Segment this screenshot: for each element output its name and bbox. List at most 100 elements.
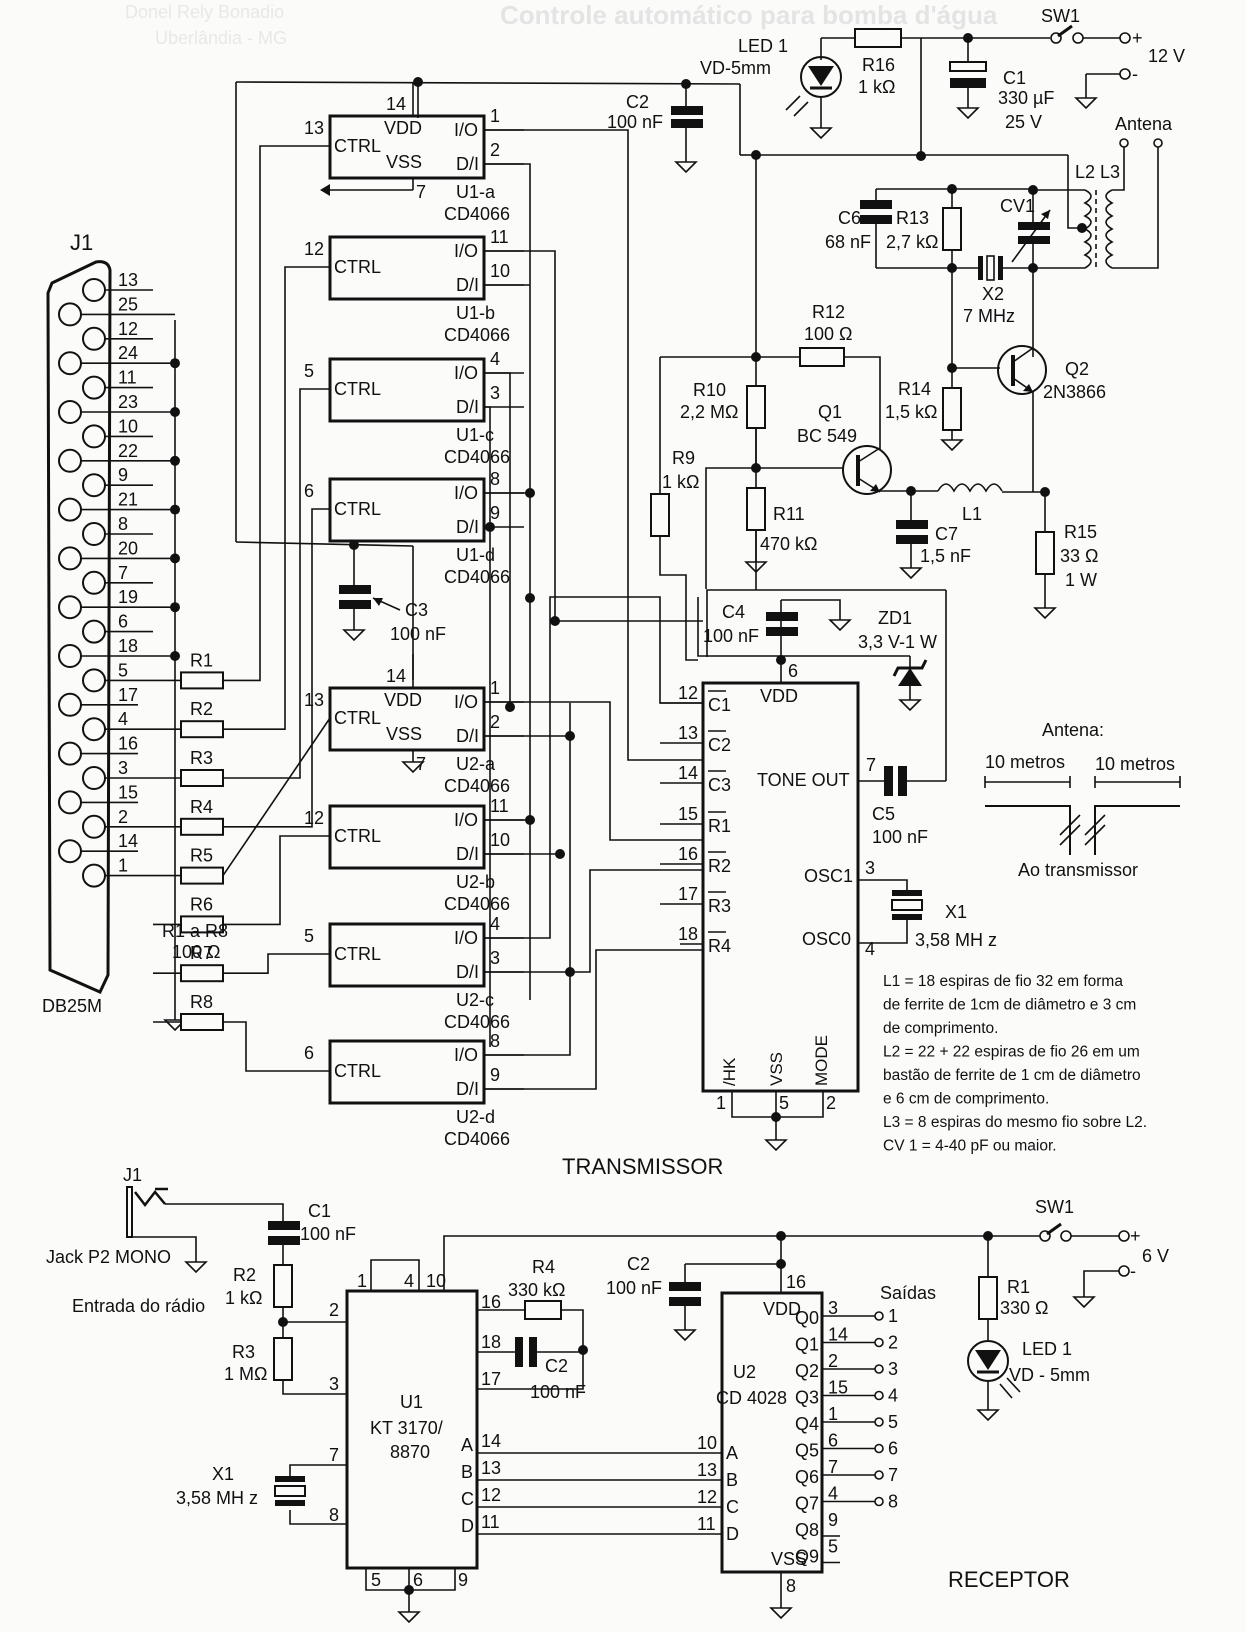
db25-pin <box>82 570 106 595</box>
ghost-author: Donel Rely Bonadio <box>125 2 284 22</box>
cd4066-switches: CTRLI/OD/IU1-aCD40661312VDDVSS147CTRLI/O… <box>222 82 703 1149</box>
switch-name: U2-b <box>456 872 495 892</box>
switch-u2-b <box>328 804 486 870</box>
coil-note-line: bastão de ferrite de 1 cm de diâmetro <box>883 1067 1141 1084</box>
c4-zd1: C4 100 nF ZD1 3,3 V-1 W <box>697 589 946 712</box>
u2-output-label: Q9 <box>795 1547 819 1567</box>
rx-power-switch[interactable] <box>1046 1222 1062 1236</box>
coil-note-line: L1 = 18 espiras de fio 32 em forma <box>883 973 1123 990</box>
db25-pin-number: 12 <box>118 319 138 339</box>
switch-chip: CD4066 <box>444 447 510 467</box>
u1-pin-18: 18 <box>481 1332 501 1352</box>
output-terminal <box>874 1311 884 1321</box>
di-pin: 3 <box>490 383 500 403</box>
dtmf-osc0-pin: 4 <box>865 939 875 959</box>
db25-pin-number: 24 <box>118 343 138 363</box>
db25-pin <box>58 790 82 815</box>
resistor-label: R5 <box>190 846 213 866</box>
ctrl-label: CTRL <box>334 826 381 846</box>
zd1-label: ZD1 <box>878 608 912 628</box>
coil-note-line: L2 = 22 + 22 espiras de fio 26 em um <box>883 1044 1140 1061</box>
tx-power-switch[interactable] <box>1057 24 1073 38</box>
ground-icon <box>899 567 923 580</box>
c7-label: C7 <box>935 524 958 544</box>
tx-voltage: 12 V <box>1148 46 1185 66</box>
l2-label: L2 <box>1075 162 1095 182</box>
dtmf-pin-number: 17 <box>678 884 698 904</box>
r9-resistor <box>650 493 670 537</box>
db25-pin <box>82 766 106 790</box>
rx-x1-label: X1 <box>212 1464 234 1484</box>
j1-label: J1 <box>70 230 93 255</box>
q2-label: Q2 <box>1065 359 1089 379</box>
db25-pin <box>82 473 106 498</box>
db25-pin <box>58 741 82 766</box>
io-label: I/O <box>454 692 478 712</box>
rx-minus-terminal <box>1118 1265 1130 1277</box>
rx-plus-sign: + <box>1130 1226 1141 1246</box>
resistor-label: R3 <box>190 748 213 768</box>
rx-r2-label: R2 <box>233 1265 256 1285</box>
ctrl-pin: 13 <box>304 118 324 138</box>
db25-pin <box>58 546 82 571</box>
u2-output-label: Q3 <box>795 1388 819 1408</box>
r9-label: R9 <box>672 448 695 468</box>
led-icon <box>785 56 842 117</box>
switch-name: U2-a <box>456 754 496 774</box>
u2-input-label: A <box>726 1443 738 1463</box>
u1-pin-10: 10 <box>426 1271 446 1291</box>
u2-output-label: Q6 <box>795 1467 819 1487</box>
u1-pin-16: 16 <box>481 1292 501 1312</box>
di-pin: 3 <box>490 948 500 968</box>
rx-led-type: VD - 5mm <box>1009 1365 1090 1385</box>
db25-pin-number: 10 <box>118 416 138 436</box>
db25-pin <box>82 278 106 302</box>
dtmf-pin-number: 14 <box>678 763 698 783</box>
resistor-r1 <box>180 671 224 690</box>
rx-r4-value: 330 kΩ <box>508 1280 566 1300</box>
io-pin: 8 <box>490 1031 500 1051</box>
ground-icon <box>184 1261 208 1274</box>
db25-pin <box>82 326 106 351</box>
tx-minus-sign: - <box>1132 64 1138 84</box>
junction <box>505 702 515 712</box>
tx-minus-terminal <box>1119 68 1131 80</box>
tx-led-type: VD-5mm <box>700 58 771 78</box>
db25-pin-number: 25 <box>118 294 138 314</box>
tx-power-section: C2 100 nF R16 1 kΩ LED 1 VD-5mm <box>235 6 1185 590</box>
resistor-r2 <box>180 720 224 739</box>
vss-label: VSS <box>386 152 422 172</box>
ctrl-label: CTRL <box>334 379 381 399</box>
antenna-terminal <box>1153 138 1163 148</box>
rx-r2-resistor <box>273 1264 293 1308</box>
di-label: D/I <box>456 397 479 417</box>
db25-pin-number: 3 <box>118 758 128 778</box>
dtmf-vdd: VDD <box>760 686 798 706</box>
c7-value: 1,5 nF <box>920 546 971 566</box>
u2-output-label: Q1 <box>795 1335 819 1355</box>
r13-resistor <box>942 207 962 251</box>
rx-c1-label: C1 <box>308 1201 331 1221</box>
c5-label: C5 <box>872 804 895 824</box>
u2-output-label: Q2 <box>795 1361 819 1381</box>
c2-label: C2 <box>626 92 649 112</box>
u2-output-pin: 4 <box>828 1484 838 1504</box>
u2-input-label: B <box>726 1470 738 1490</box>
u2-vdd-pin: 16 <box>786 1272 806 1292</box>
u1-output-label: C <box>461 1489 474 1509</box>
r15-power: 1 W <box>1065 570 1097 590</box>
u1-pin-1: 1 <box>357 1271 367 1291</box>
antenna-left-length: 10 metros <box>985 752 1065 772</box>
u2-output-pin: 3 <box>828 1298 838 1318</box>
u1-part-2: 8870 <box>390 1442 430 1462</box>
r14-label: R14 <box>898 379 931 399</box>
r13-label: R13 <box>896 208 929 228</box>
db25-pin <box>58 692 82 717</box>
rx-minus-sign: - <box>1130 1261 1136 1281</box>
db25-pin <box>82 375 106 400</box>
rx-r1-value: 330 Ω <box>1000 1298 1049 1318</box>
ctrl-pin: 12 <box>304 808 324 828</box>
di-pin: 9 <box>490 503 500 523</box>
db25-pin-number: 7 <box>118 563 128 583</box>
